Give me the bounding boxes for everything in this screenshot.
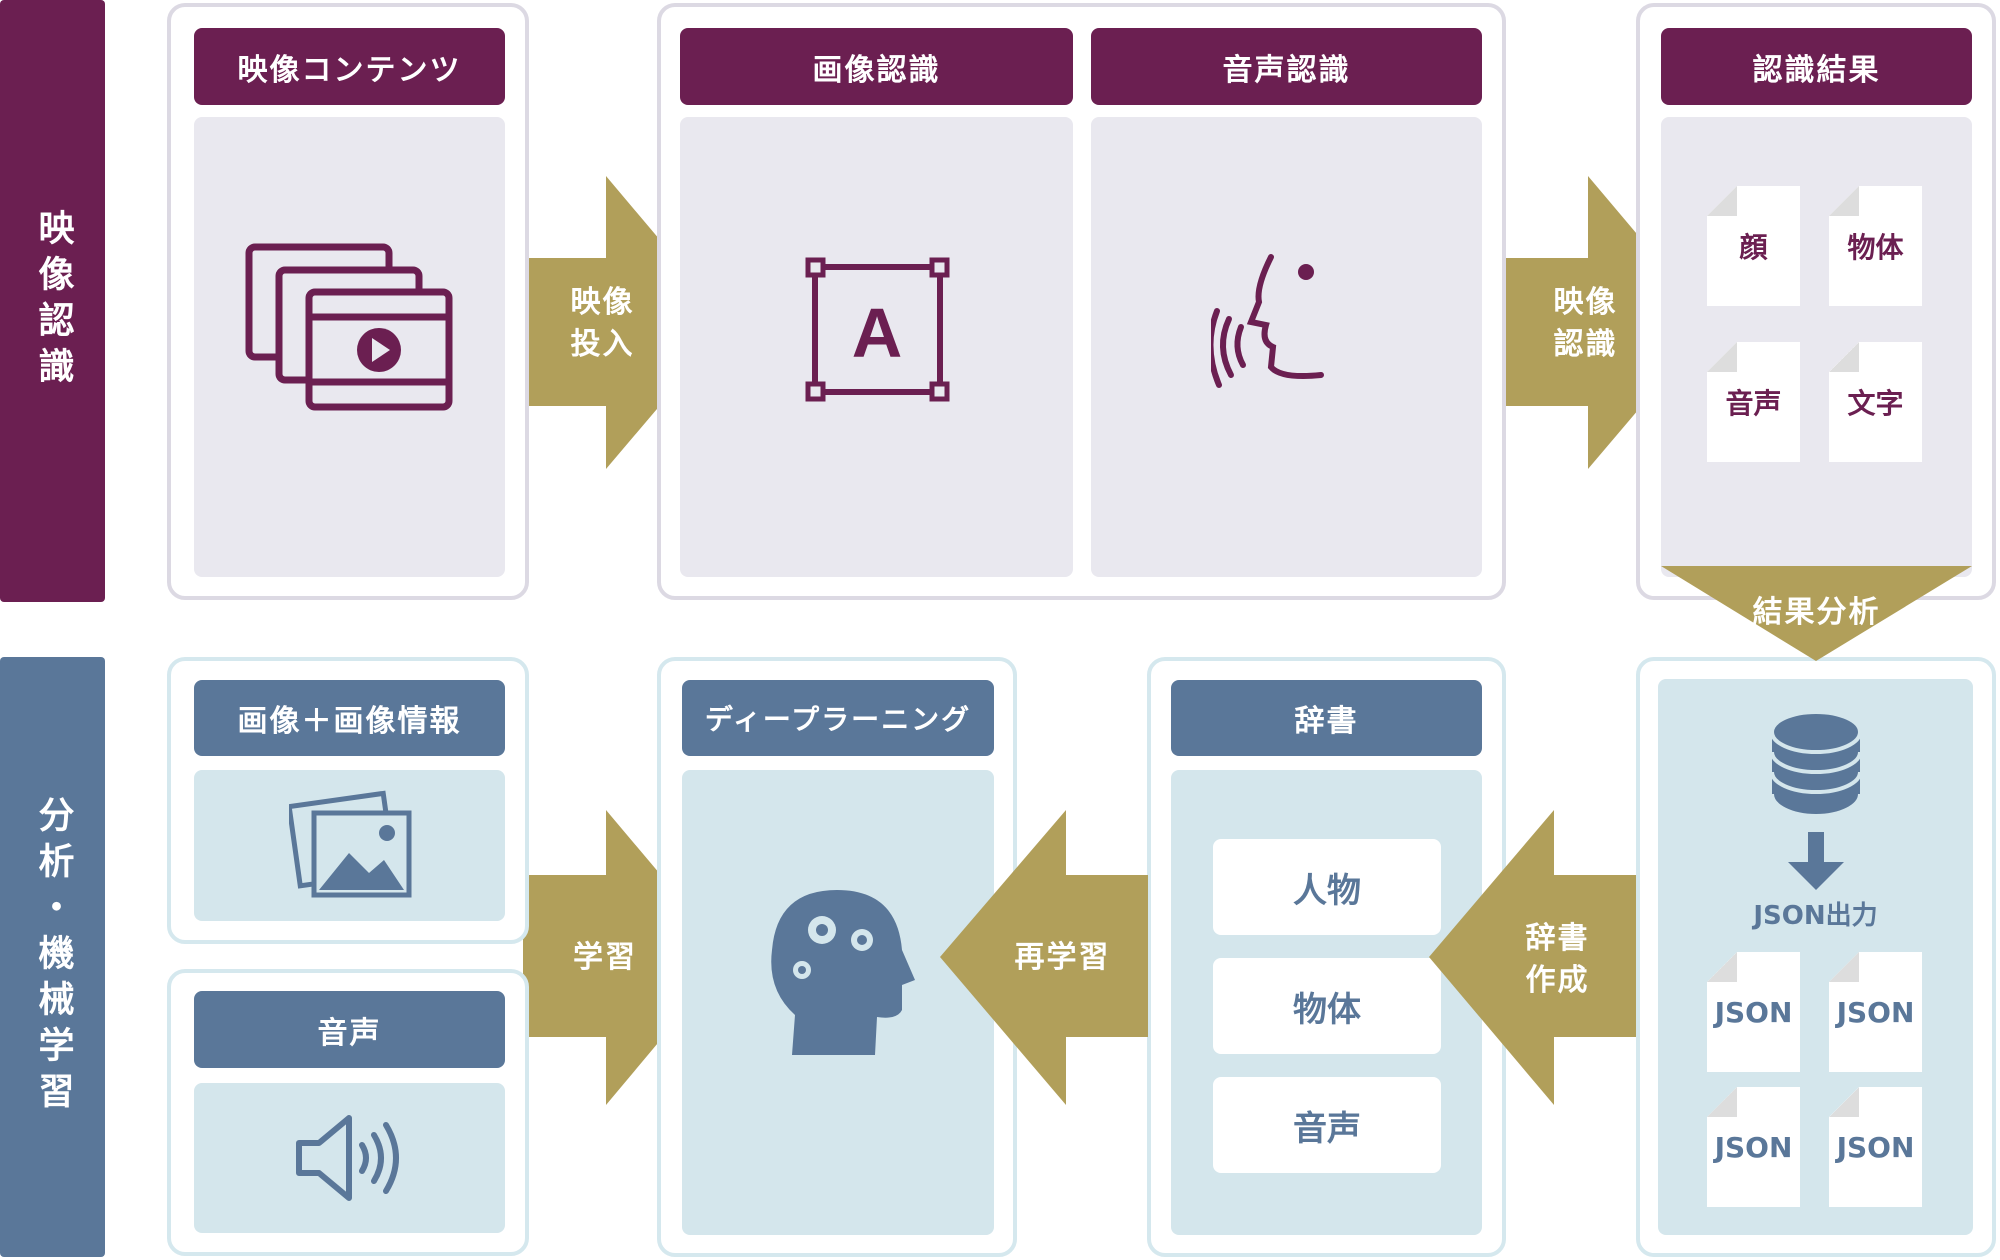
header-results: 認識結果 <box>1661 28 1972 105</box>
arrow-input-label: 映像 投入 <box>570 285 635 362</box>
arrow-relearn-label: 再学習 <box>1014 940 1111 975</box>
dictionary-item-person: 人物 <box>1213 839 1441 935</box>
video-content-body <box>194 117 505 577</box>
json-file: JSON <box>1707 1087 1800 1207</box>
speaker-icon <box>296 1115 399 1201</box>
speaking-head-icon <box>1211 254 1324 388</box>
database-icon <box>1770 710 1862 890</box>
header-image-info: 画像＋画像情報 <box>194 680 505 756</box>
section-label-ml: 分析・機械学習 <box>0 657 105 1257</box>
json-file: JSON <box>1707 952 1800 1072</box>
arrow-learn-label: 学習 <box>573 940 637 975</box>
json-file: JSON <box>1829 1087 1922 1207</box>
arrow-learn <box>523 810 730 1105</box>
deep-learning-body <box>682 770 994 1235</box>
header-image-recognition: 画像認識 <box>680 28 1073 105</box>
header-dictionary: 辞書 <box>1171 680 1482 756</box>
dictionary-item-voice: 音声 <box>1213 1077 1441 1173</box>
arrow-input <box>523 176 730 469</box>
image-recognition-body: A <box>680 117 1073 577</box>
json-file: JSON <box>1829 952 1922 1072</box>
down-arrow-icon <box>1788 832 1844 890</box>
dictionary-item-object: 物体 <box>1213 958 1441 1054</box>
result-doc-object: 物体 <box>1829 186 1922 306</box>
text-frame-icon: A <box>805 257 950 402</box>
arrow-recognition-label: 映像 認識 <box>1553 285 1618 362</box>
brain-gears-icon <box>771 890 915 1055</box>
header-audio: 音声 <box>194 991 505 1068</box>
result-doc-text: 文字 <box>1829 342 1922 462</box>
json-output-label: JSON出力 <box>1753 901 1878 931</box>
film-stack-icon <box>245 243 453 411</box>
arrow-recognition <box>1506 176 1712 469</box>
section-label-video-recognition: 映像認識 <box>0 0 105 602</box>
result-doc-face: 顔 <box>1707 186 1800 306</box>
result-doc-voice: 音声 <box>1707 342 1800 462</box>
results-body <box>1661 117 1972 577</box>
header-deep-learning: ディープラーニング <box>682 680 994 756</box>
image-icon <box>289 790 412 898</box>
voice-recognition-body <box>1091 117 1482 577</box>
image-info-body <box>194 770 505 921</box>
svg-text:A: A <box>852 294 903 372</box>
audio-body <box>194 1083 505 1233</box>
arrow-analysis-label: 結果分析 <box>1752 595 1881 630</box>
header-voice-recognition: 音声認識 <box>1091 28 1482 105</box>
arrow-dictionary-label: 辞書 作成 <box>1525 921 1590 998</box>
header-video-content: 映像コンテンツ <box>194 28 505 105</box>
